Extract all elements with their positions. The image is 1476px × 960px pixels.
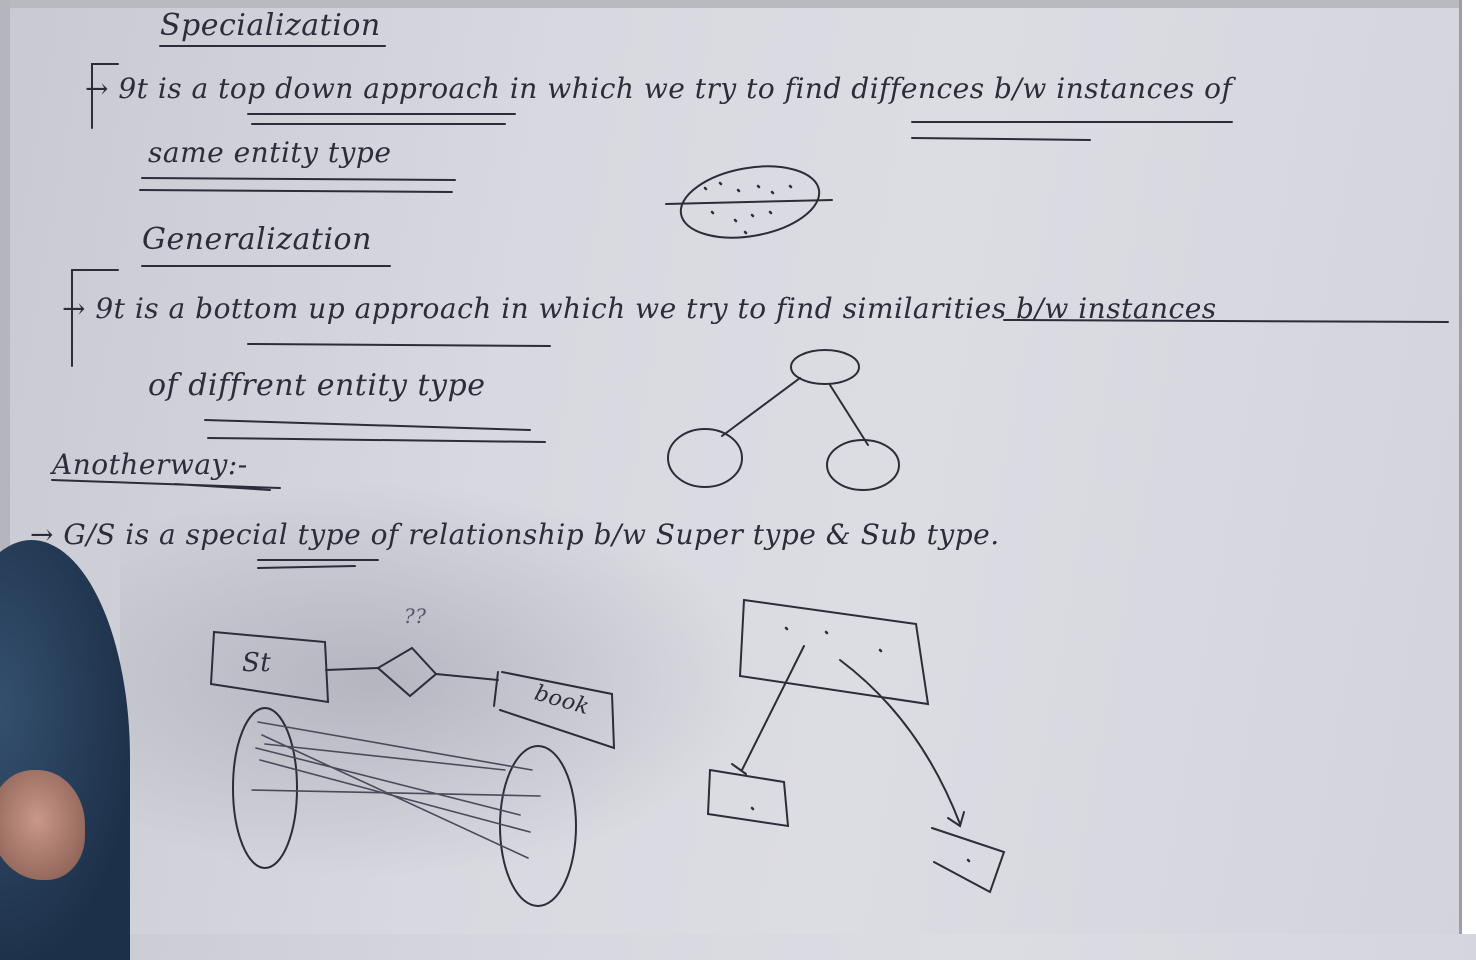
supertype-to-left-subtype [741,645,805,771]
another-way-underline [51,479,281,491]
tree-left-node [667,428,743,488]
generalization-bracket [71,269,119,367]
right-arrowhead [947,811,965,828]
supertype-to-right-subtype [839,659,961,825]
specialization-line-1: → 9t is a top down approach in which we … [85,72,1233,105]
specialization-heading: Specialization [160,8,381,43]
connector-lines [325,667,499,707]
special-underline [257,559,379,569]
right-subtype-box [931,827,1006,894]
specialization-bracket [91,63,119,129]
left-arrowhead [731,763,747,775]
bottom-up-underline [247,343,551,347]
st-box [209,630,330,704]
board-frame-right [1459,0,1476,934]
another-way-line-1: → G/S is a special type of relationship … [30,518,1000,551]
supertype-dots [750,626,971,863]
tree-top-node [790,349,860,385]
board-frame-top [0,0,1476,8]
same-entity-underline [139,177,456,193]
st-box-label: St [242,648,272,678]
generalization-heading: Generalization [142,222,372,257]
question-marks: ?? [404,604,427,628]
board-frame-left [0,0,10,934]
similarities-underline [1003,319,1449,323]
supertype-box [738,598,930,706]
entity-set-ellipse [679,165,821,239]
ellipse-dots [703,181,793,235]
tree-edges [721,377,869,446]
generalization-line-2: of diffrent entity type [148,368,486,403]
top-down-underline [247,113,516,125]
st-instances-ellipse [232,707,298,869]
book-instances-ellipse [499,745,577,907]
another-way-heading: Anotherway:- [52,448,248,481]
board-drawings [51,45,1449,907]
relationship-diamond [376,646,438,698]
tree-right-node [826,439,900,491]
shadow [120,480,760,880]
different-entity-underline [204,419,546,443]
specialization-line-2: same entity type [148,136,392,169]
presenter-hand [0,770,85,880]
book-box [499,671,616,750]
left-subtype-box [706,768,790,828]
ellipse-split-line [665,199,833,205]
mapping-lines [251,721,541,859]
differences-underline [911,121,1233,141]
